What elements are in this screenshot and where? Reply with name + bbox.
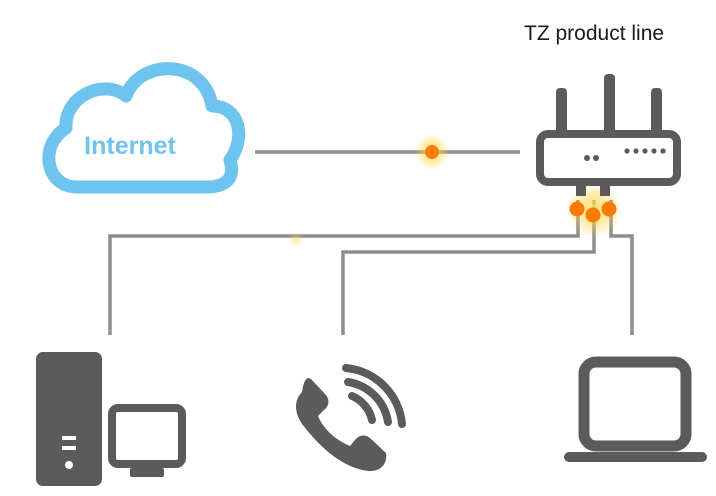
phone-link <box>341 200 596 335</box>
desktop-computer-icon <box>36 352 186 486</box>
port-signal-dot-1 <box>569 201 585 217</box>
router-label: TZ product line <box>524 22 665 45</box>
faint-glow <box>288 232 304 248</box>
internet-label: Internet <box>84 132 176 160</box>
router-icon <box>536 74 681 196</box>
port-signal-dot-2 <box>585 207 601 223</box>
signal-dots <box>288 134 622 248</box>
internet-signal-dot <box>425 145 439 159</box>
port-signal-dot-3 <box>601 201 617 217</box>
phone-icon <box>296 364 406 472</box>
cloud-icon: Internet <box>42 62 246 194</box>
laptop-icon <box>564 356 707 462</box>
